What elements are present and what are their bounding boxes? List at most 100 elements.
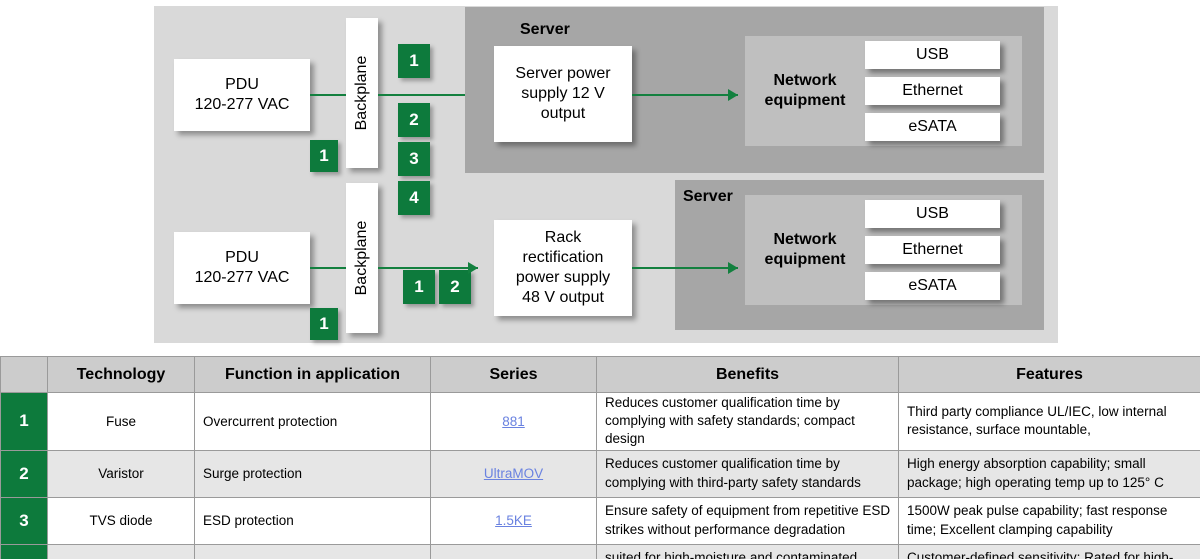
series-link[interactable]: 881 (502, 413, 525, 429)
pdu-top-label-line2: 120-277 VAC (194, 96, 290, 113)
series-link[interactable]: 1.5KE (495, 513, 532, 529)
pdu-top-label-line1: PDU (225, 76, 259, 93)
row-number-badge: 2 (0, 449, 48, 498)
cell-benefits: suited for high-moisture and contaminate… (596, 543, 899, 559)
server-bottom-title: Server (683, 188, 733, 205)
badge-pair-2-label: 2 (450, 277, 460, 296)
link-pdu-top-to-backplane (310, 94, 346, 96)
badge-stack-1: 1 (398, 44, 430, 78)
arrow-psu-bottom-to-network (728, 262, 738, 274)
network-equipment-box-bottom: Network equipment USB Ethernet eSATA (745, 195, 1022, 305)
psu-top-line1: Server power (515, 65, 611, 82)
arrow-backplane-bottom-to-psu (468, 262, 478, 274)
pdu-bottom-label-line2: 120-277 VAC (194, 269, 290, 286)
badge-stack-4: 4 (398, 181, 430, 215)
cell-features: Third party compliance UL/IEC, low inter… (898, 392, 1200, 451)
th-features: Features (898, 356, 1200, 393)
network-top-label-line2: equipment (764, 92, 846, 109)
cell-series: UltraMOV (430, 449, 597, 498)
rack-rectification-box: Rack rectification power supply 48 V out… (494, 220, 632, 316)
badge-stack-3-label: 3 (409, 149, 419, 168)
pdu-box-top: PDU 120-277 VAC (174, 59, 310, 131)
link-backplane-top-to-psu (378, 94, 478, 96)
badge-stack-4-label: 4 (409, 188, 419, 207)
network-top-label: Network equipment (745, 71, 865, 111)
link-psu-bottom-to-network (632, 267, 738, 269)
component-table-wrapper: Technology Function in application Serie… (0, 356, 1200, 559)
badge-stack-1-label: 1 (409, 51, 419, 70)
cell-features: 1500W peak pulse capability; fast respon… (898, 496, 1200, 545)
table-header-row: Technology Function in application Serie… (0, 356, 1200, 393)
badge-bottom-pdu-label: 1 (319, 314, 329, 333)
network-bottom-label-line1: Network (773, 231, 837, 248)
system-block-diagram: PDU 120-277 VAC Backplane 1 1 2 3 4 Serv… (154, 6, 1058, 343)
cell-function: Surge protection (194, 449, 431, 498)
cell-benefits: Ensure safety of equipment from repetiti… (596, 496, 899, 545)
pdu-box-bottom: PDU 120-277 VAC (174, 232, 310, 304)
network-equipment-box-top: Network equipment USB Ethernet eSATA (745, 36, 1022, 146)
table-row: 2 Varistor Surge protection UltraMOV Red… (0, 449, 1200, 498)
badge-pair-1-label: 1 (414, 277, 424, 296)
link-pdu-bottom-to-backplane (310, 267, 346, 269)
backplane-bottom-label: Backplane (353, 220, 370, 296)
badge-bottom-pdu: 1 (310, 308, 338, 340)
cell-function: ESD protection (194, 496, 431, 545)
cell-technology: Fuse (47, 392, 195, 451)
arrow-psu-top-to-network (728, 89, 738, 101)
network-bottom-label-line2: equipment (764, 251, 846, 268)
backplane-top-label: Backplane (353, 55, 370, 131)
port-usb-top: USB (865, 41, 1000, 69)
pdu-bottom-label-line1: PDU (225, 249, 259, 266)
cell-benefits: Reduces customer qualification time by c… (596, 392, 899, 451)
table-row: 4 Reed sensor Enclosure open/close statu… (0, 543, 1200, 559)
badge-top-pdu: 1 (310, 140, 338, 172)
badge-top-pdu-label: 1 (319, 146, 329, 165)
server-top-title: Server (520, 21, 570, 38)
backplane-bottom: Backplane (346, 183, 378, 333)
row-number-badge: 1 (0, 392, 48, 451)
psu-bottom-line1: Rack (544, 229, 582, 246)
cell-series: 881 (430, 392, 597, 451)
table-row: 1 Fuse Overcurrent protection 881 Reduce… (0, 392, 1200, 451)
port-esata-bottom: eSATA (865, 272, 1000, 300)
port-list-bottom: USB Ethernet eSATA (865, 200, 1000, 300)
th-technology: Technology (47, 356, 195, 393)
th-series: Series (430, 356, 597, 393)
cell-series: 59150 (430, 543, 597, 559)
backplane-top: Backplane (346, 18, 378, 168)
psu-bottom-line3: power supply (515, 269, 611, 286)
cell-function: Enclosure open/close status (194, 543, 431, 559)
cell-benefits: Reduces customer qualification time by c… (596, 449, 899, 498)
psu-bottom-line4: 48 V output (522, 289, 604, 306)
cell-technology: Varistor (47, 449, 195, 498)
port-ethernet-top: Ethernet (865, 77, 1000, 105)
psu-top-line2: supply 12 V (521, 85, 605, 102)
table-row: 3 TVS diode ESD protection 1.5KE Ensure … (0, 496, 1200, 545)
badge-stack-2-label: 2 (409, 110, 419, 129)
component-table: Technology Function in application Serie… (0, 356, 1200, 559)
cell-technology: TVS diode (47, 496, 195, 545)
port-list-top: USB Ethernet eSATA (865, 41, 1000, 141)
cell-technology: Reed sensor (47, 543, 195, 559)
link-backplane-bottom-to-psu (378, 267, 478, 269)
badge-pair-2: 2 (439, 270, 471, 304)
series-link[interactable]: UltraMOV (483, 466, 544, 482)
cell-features: Customer-defined sensitivity; Rated for … (898, 543, 1200, 559)
th-benefits: Benefits (596, 356, 899, 393)
badge-stack-2: 2 (398, 103, 430, 137)
cell-features: High energy absorption capability; small… (898, 449, 1200, 498)
psu-bottom-line2: rectification (522, 249, 604, 266)
badge-pair-1: 1 (403, 270, 435, 304)
port-ethernet-bottom: Ethernet (865, 236, 1000, 264)
network-top-label-line1: Network (773, 72, 837, 89)
psu-top-line3: output (540, 105, 586, 122)
cell-function: Overcurrent protection (194, 392, 431, 451)
port-esata-top: eSATA (865, 113, 1000, 141)
row-number-badge: 3 (0, 496, 48, 545)
cell-series: 1.5KE (430, 496, 597, 545)
link-psu-top-to-network (632, 94, 738, 96)
row-number-badge: 4 (0, 543, 48, 559)
th-function: Function in application (194, 356, 431, 393)
badge-stack-3: 3 (398, 142, 430, 176)
